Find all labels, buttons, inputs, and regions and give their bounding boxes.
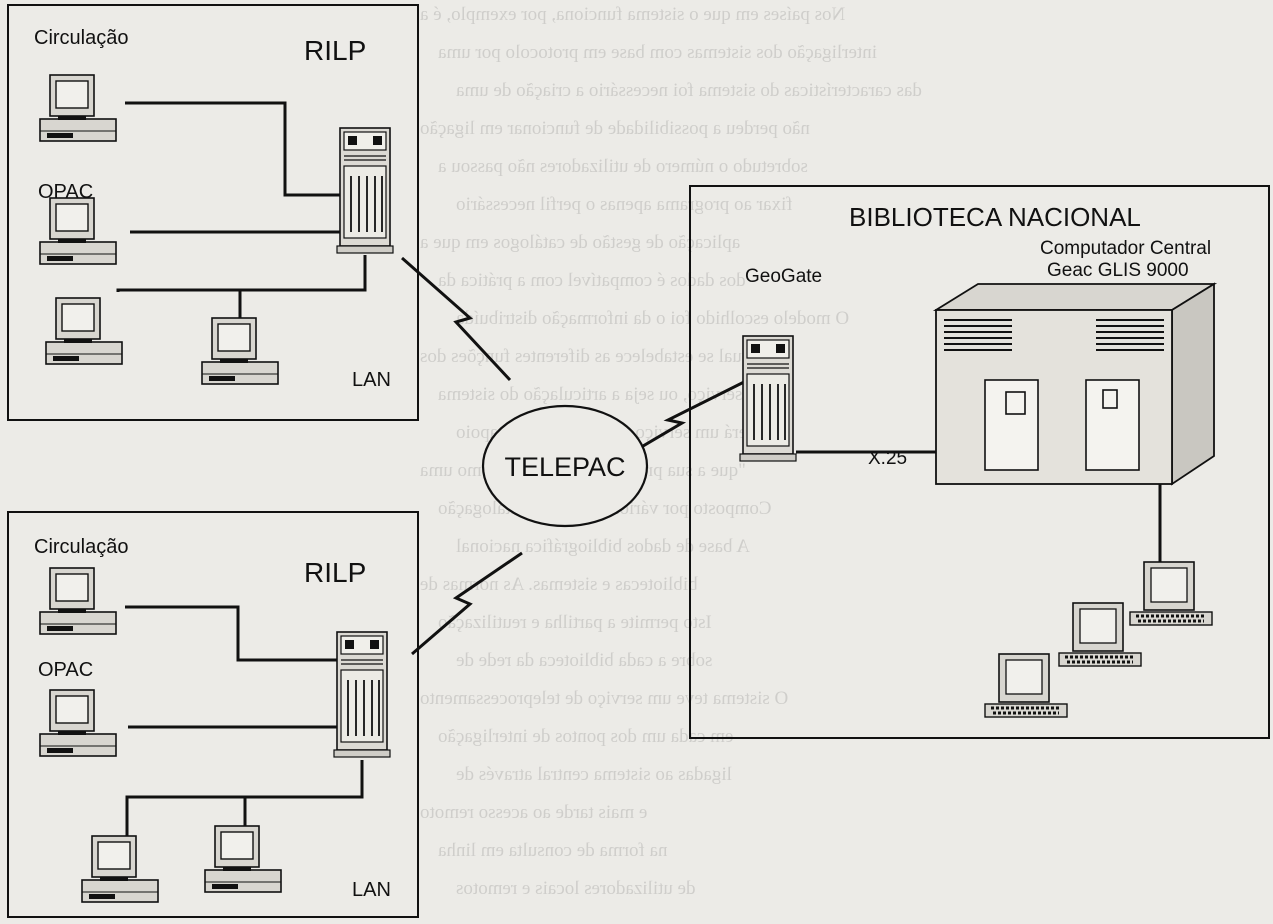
- lan-cable: [118, 255, 365, 292]
- lan-workstation-icon: [46, 298, 122, 364]
- lan-workstation-icon: [205, 826, 281, 892]
- terminal-icon: [985, 654, 1067, 717]
- biblioteca-title: BIBLIOTECA NACIONAL: [849, 202, 1141, 232]
- lan-cable: [125, 103, 340, 195]
- biblioteca-nacional-panel: BIBLIOTECA NACIONAL Computador Central G…: [690, 186, 1269, 738]
- circulation-workstation-icon: [40, 75, 116, 141]
- mainframe-label-line2: Geac GLIS 9000: [1047, 260, 1189, 281]
- rilp-top-lan-label: LAN: [352, 369, 391, 391]
- rilp-panel-top: RILP Circulação OPAC LAN: [8, 5, 418, 420]
- telepac-network: TELEPAC: [483, 406, 647, 526]
- terminal-icon: [1059, 603, 1141, 666]
- geogate-gateway-icon: [740, 336, 796, 461]
- geogate-label: GeoGate: [745, 266, 822, 287]
- rilp-panel-bottom: RILP Circulação OPAC LAN: [8, 512, 418, 917]
- rilp-bottom-title: RILP: [304, 557, 366, 588]
- local-server-icon: [337, 128, 393, 253]
- rilp-top-title: RILP: [304, 35, 366, 66]
- rilp-bottom-circulation-label: Circulação: [34, 536, 128, 558]
- circulation-workstation-icon: [40, 568, 116, 634]
- lan-workstation-icon: [82, 836, 158, 902]
- mainframe-icon: [936, 284, 1214, 484]
- mainframe-label-line1: Computador Central: [1040, 238, 1211, 259]
- opac-workstation-icon: [40, 690, 116, 756]
- local-server-icon: [334, 632, 390, 757]
- terminal-icon: [1130, 562, 1212, 625]
- link-rilp-bottom-telepac: [412, 553, 522, 654]
- rilp-bottom-opac-label: OPAC: [38, 659, 93, 681]
- lan-cable: [125, 607, 337, 660]
- opac-workstation-icon: [40, 198, 116, 264]
- rilp-bottom-lan-label: LAN: [352, 879, 391, 901]
- rilp-top-circulation-label: Circulação: [34, 27, 128, 49]
- telepac-label: TELEPAC: [504, 452, 625, 482]
- lan-workstation-icon: [202, 318, 278, 384]
